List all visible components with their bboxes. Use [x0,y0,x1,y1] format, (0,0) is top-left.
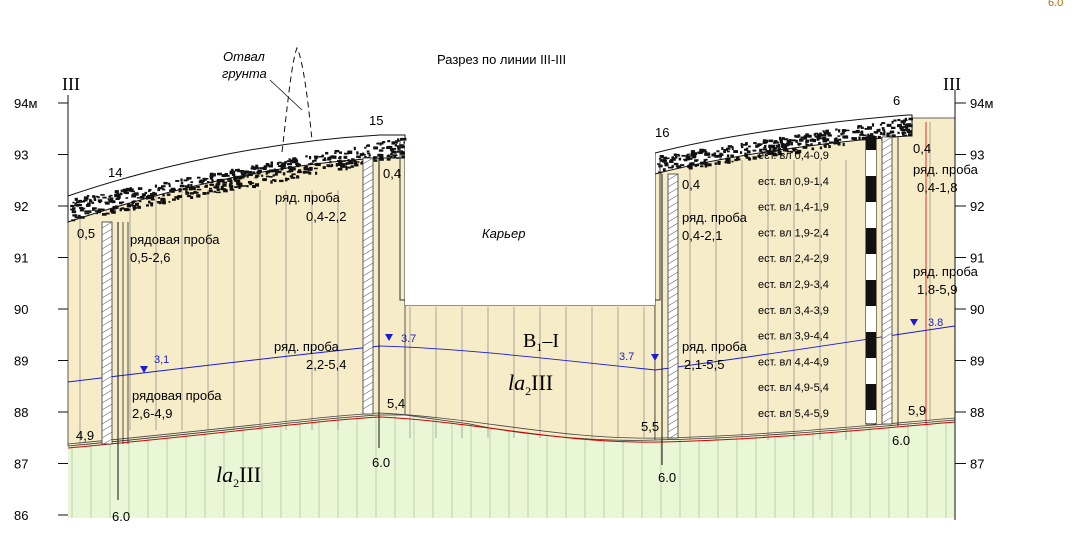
well-16-sample-2: ряд. проба [682,339,748,354]
well-6-sample-1: ряд. проба [913,162,979,177]
axis-right-label: 94м [970,96,993,111]
well-14-bottom-depth: 4,9 [76,428,94,443]
well-15-total-depth: 6.0 [372,455,390,470]
section-title: Разрез по линии III-III [437,52,566,67]
axis-left-label: 88 [14,405,28,420]
water-marker-15 [385,334,393,341]
layer-contact-line-2 [67,412,956,445]
axis-left-label: 86 [14,508,28,523]
axis-left-label: 94м [14,96,37,111]
section-mark-left: III [62,74,80,94]
moisture-sample-label: ест. вл 4,4-4,9 [758,356,829,368]
axis-right-label: 87 [970,457,984,472]
axis-right-label: 92 [970,199,984,214]
moisture-sample-label: ест. вл 0,4-0,9 [758,150,829,162]
moisture-sample-label: ест. вл 1,9-2,4 [758,227,829,239]
well-15-bottom-depth: 5,4 [387,396,405,411]
well-6-sample-1-range: 0,4-1,8 [917,180,957,195]
well-14-sample-1-range: 0,5-2,6 [130,250,170,265]
axis-left-label: 90 [14,302,28,317]
well-16-top-depth: 0,4 [682,177,700,192]
section-mark-right: III [943,74,961,94]
well-16-sample-2-range: 2,1-5,5 [684,357,724,372]
axis-right-label: 91 [970,251,984,266]
well-15-sample-2-range: 2,2-5,4 [306,357,346,372]
axis-left-label: 91 [14,251,28,266]
moisture-sample-list: ест. вл 0,4-0,9 ест. вл 0,9-1,4 ест. вл 1,… [758,150,829,420]
well-16-sample-1: ряд. проба [682,210,748,225]
unit-label-middle: la2III [508,370,553,398]
quarry-area [405,141,655,305]
well-15-sample-1: ряд. проба [275,190,341,205]
layer-contact-line [67,416,956,449]
moisture-sample-label: ест. вл 0,9-1,4 [758,176,829,188]
well-6-id: 6 [893,93,900,108]
well-6-top-depth: 0,4 [913,141,931,156]
well-16-total-depth: 6.0 [658,470,676,485]
axis-right-label: 89 [970,354,984,369]
dump-label-1: Отвал [223,49,266,64]
well-6-sample-2-range: 1,8-5,9 [917,282,957,297]
well-14-water-level: 3,1 [154,354,169,366]
well-14-sample-2: рядовая проба [132,388,222,403]
well-15 [362,157,380,448]
axis-left-label: 89 [14,354,28,369]
well-16 [661,173,679,465]
well-16-id: 16 [655,125,669,140]
unit-label-base: la2III [216,462,261,490]
moisture-sample-label: ест. вл 2,9-3,4 [758,279,829,291]
well-14-total-depth: 6.0 [112,509,130,524]
fill-soil-speckle-left [70,137,407,222]
axis-right-label: 90 [970,302,984,317]
quarry-label: Карьер [482,226,525,241]
well-14-top-depth: 0,5 [77,226,95,241]
well-15-water-level: 3.7 [401,333,416,345]
axis-right-label: 88 [970,405,984,420]
well-15-top-depth: 0,4 [383,166,401,181]
well-6-water-level: 3.8 [928,317,943,329]
axis-left [58,102,68,516]
axis-left-label: 93 [14,148,28,163]
water-marker-6 [910,319,918,326]
well-14 [101,221,129,500]
dump-mound [281,46,313,153]
well-16-bottom-depth: 5,5 [641,419,659,434]
water-marker-14 [140,366,148,373]
corner-value: 6.0 [1048,0,1063,9]
moisture-sample-label: ест. вл 3,4-3,9 [758,305,829,317]
well-14-id: 14 [108,165,122,180]
unit-label-upper: B1–I [523,330,559,354]
well-6 [865,122,927,426]
moisture-sample-label: ест. вл 5,4-5,9 [758,408,829,420]
axis-right [955,102,966,464]
moisture-sample-label: ест. вл 3,9-4,4 [758,331,829,343]
well-6-bottom-depth: 5,9 [908,403,926,418]
well-14-sample-2-range: 2,6-4,9 [132,406,172,421]
axis-left-label: 92 [14,199,28,214]
loam-layer-center [404,304,656,441]
axis-left-label: 87 [14,457,28,472]
well-16-sample-1-range: 0,4-2,1 [682,228,722,243]
moisture-sample-label: ест. вл 2,4-2,9 [758,253,829,265]
dump-label-2: грунта [222,66,267,81]
groundwater-line [67,325,956,383]
well-16-water-level: 3.7 [619,351,634,363]
well-6-total-depth: 6.0 [892,433,910,448]
moisture-sample-label: ест. вл 4,9-5,4 [758,382,829,394]
well-15-sample-1-range: 0,4-2,2 [306,209,346,224]
moisture-sample-label: ест. вл 1,4-1,9 [758,202,829,214]
well-15-sample-2: ряд. проба [274,339,340,354]
dump-leader [269,79,303,111]
well-15-id: 15 [369,113,383,128]
axis-right-label: 93 [970,148,984,163]
water-marker-16 [651,354,659,361]
well-14-sample-1: рядовая проба [130,232,220,247]
base-soil-layer [68,415,955,518]
loam-hatching [79,122,931,445]
well-6-sample-2: ряд. проба [913,264,979,279]
